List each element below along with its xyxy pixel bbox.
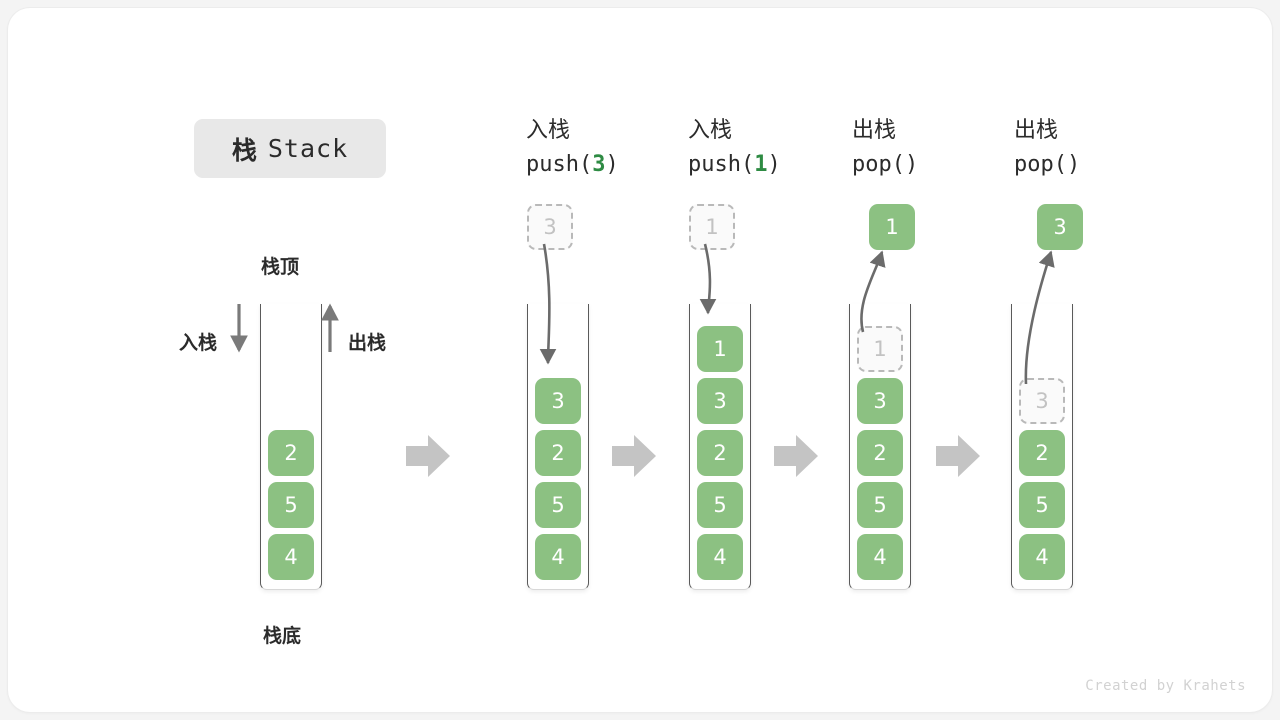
title-english: Stack xyxy=(267,134,349,163)
stack-pop-1-cell: 5 xyxy=(857,482,903,528)
stack-push-3-cell: 5 xyxy=(535,482,581,528)
title-chinese: 栈 xyxy=(231,135,258,165)
step-code-1: push(1) xyxy=(688,152,781,177)
step-header-push-1: 入栈 push(1) xyxy=(688,114,858,182)
step-op-cn-2: 出栈 xyxy=(852,118,897,143)
stack-initial: 2 5 4 xyxy=(260,304,322,590)
stack-pop-2-cell: 4 xyxy=(1019,534,1065,580)
stack-after-push-3: 3 2 5 4 xyxy=(527,304,589,590)
stack-pop-2-cell: 2 xyxy=(1019,430,1065,476)
step-header-pop-1: 出栈 pop() xyxy=(852,114,1022,182)
stack-pop-1-cell: 1 xyxy=(857,326,903,372)
stack-after-push-1: 1 3 2 5 4 xyxy=(689,304,751,590)
stack-initial-cell: 4 xyxy=(268,534,314,580)
stack-push-3-cell: 4 xyxy=(535,534,581,580)
label-stack-bottom: 栈底 xyxy=(263,625,302,647)
stack-tube-2: 1 3 2 5 4 xyxy=(849,304,911,590)
transition-arrow-4-icon xyxy=(936,435,980,477)
label-stack-top: 栈顶 xyxy=(261,256,300,278)
transition-arrow-1-icon xyxy=(406,435,450,477)
step-code-0: push(3) xyxy=(526,152,619,177)
stack-pop-2-cell: 3 xyxy=(1019,378,1065,424)
floating-box-push-1: 1 xyxy=(689,204,735,250)
diagram-title: 栈 Stack xyxy=(194,119,386,178)
stack-initial-cell: 2 xyxy=(268,430,314,476)
footer-credit: Created by Krahets xyxy=(1085,678,1246,694)
stack-push-3-cell: 2 xyxy=(535,430,581,476)
step-header-pop-2: 出栈 pop() xyxy=(1014,114,1184,182)
floating-box-pop-2: 3 xyxy=(1037,204,1083,250)
push-1-flow-arrow-icon xyxy=(699,243,717,315)
stack-pop-1-cell: 3 xyxy=(857,378,903,424)
transition-arrow-3-icon xyxy=(774,435,818,477)
stack-push-1-cell: 5 xyxy=(697,482,743,528)
stack-pop-1-cell: 2 xyxy=(857,430,903,476)
step-op-cn-3: 出栈 xyxy=(1014,118,1059,143)
stack-push-1-cell: 3 xyxy=(697,378,743,424)
stack-tube-1: 1 3 2 5 4 xyxy=(689,304,751,590)
stack-tube-initial: 2 5 4 xyxy=(260,304,322,590)
label-pop-direction: 出栈 xyxy=(348,332,387,354)
step-code-2: pop() xyxy=(852,152,919,177)
stack-initial-cell: 5 xyxy=(268,482,314,528)
step-header-push-3: 入栈 push(3) xyxy=(526,114,696,182)
step-code-arg-0: 3 xyxy=(592,152,606,177)
step-op-cn-0: 入栈 xyxy=(526,118,571,143)
step-code-arg-1: 1 xyxy=(754,152,768,177)
stack-push-1-cell: 2 xyxy=(697,430,743,476)
stack-push-1-cell: 1 xyxy=(697,326,743,372)
label-push-direction: 入栈 xyxy=(179,332,218,354)
step-code-3: pop() xyxy=(1014,152,1081,177)
stack-pop-2-cell: 5 xyxy=(1019,482,1065,528)
stack-after-pop-2: 3 2 5 4 xyxy=(1011,304,1073,590)
stack-push-3-cell: 3 xyxy=(535,378,581,424)
floating-box-push-3: 3 xyxy=(527,204,573,250)
diagram-card: 栈 Stack 栈顶 栈底 入栈 出栈 2 5 4 入栈 push(3) 入栈 pu… xyxy=(8,8,1272,712)
stack-push-1-cell: 4 xyxy=(697,534,743,580)
transition-arrow-2-icon xyxy=(612,435,656,477)
step-op-cn-1: 入栈 xyxy=(688,118,733,143)
stack-pop-1-cell: 4 xyxy=(857,534,903,580)
stack-after-pop-1: 1 3 2 5 4 xyxy=(849,304,911,590)
stack-tube-0: 3 2 5 4 xyxy=(527,304,589,590)
floating-box-pop-1: 1 xyxy=(869,204,915,250)
stack-tube-3: 3 2 5 4 xyxy=(1011,304,1073,590)
